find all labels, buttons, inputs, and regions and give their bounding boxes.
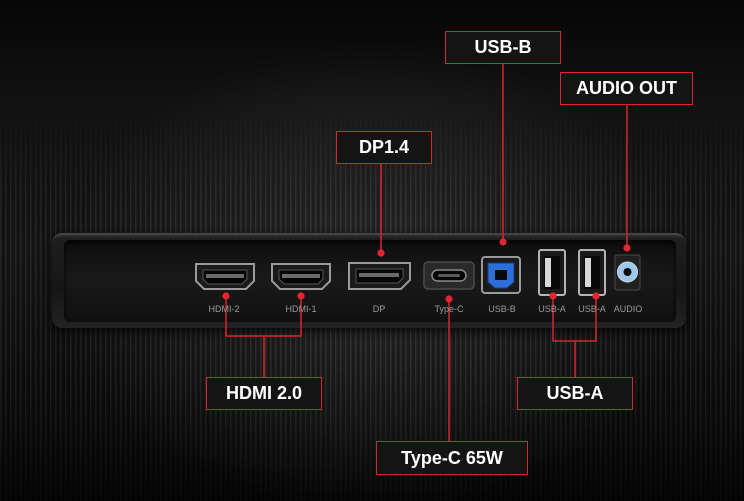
callout-type-c: Type-C 65W: [376, 441, 528, 475]
callout-audio-out: AUDIO OUT: [560, 72, 693, 105]
callout-hdmi: HDMI 2.0: [206, 377, 322, 410]
usb-a-port-2: [578, 249, 606, 296]
type-c-port: [423, 261, 475, 290]
port-label-usb-a-1: USB-A: [538, 304, 566, 314]
hdmi-1-port: [271, 263, 331, 290]
marker-dots: [222, 238, 631, 303]
port-label-dp: DP: [372, 304, 386, 314]
hdmi-2-port: [195, 263, 255, 290]
callout-usb-a: USB-A: [517, 377, 633, 410]
displayport-port: [348, 262, 411, 290]
port-label-usb-b: USB-B: [488, 304, 516, 314]
port-label-hdmi-2: HDMI-2: [208, 304, 240, 314]
callout-dp: DP1.4: [336, 131, 432, 164]
usb-a-port-1: [538, 249, 566, 296]
port-label-audio: AUDIO: [613, 304, 643, 314]
callout-usb-b: USB-B: [445, 31, 561, 64]
port-label-usb-a-2: USB-A: [578, 304, 606, 314]
port-label-hdmi-1: HDMI-1: [285, 304, 317, 314]
usb-b-port: [481, 256, 521, 294]
audio-jack: [614, 254, 641, 291]
port-label-type-c: Type-C: [434, 304, 464, 314]
leader-lines: [225, 64, 628, 441]
